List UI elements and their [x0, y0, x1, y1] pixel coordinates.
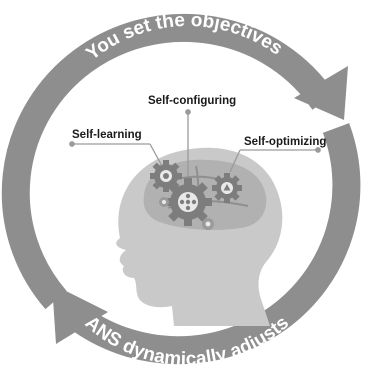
head-silhouette-icon [116, 147, 283, 326]
cycle-ring [1, 13, 361, 365]
label-self-learning: Self-learning [72, 129, 142, 141]
leader-lines [69, 109, 321, 176]
cycle-arrow-icon [52, 284, 108, 344]
gear-icon [212, 173, 242, 203]
label-self-optimizing: Self-optimizing [244, 136, 326, 148]
cycle-arrow-icon [294, 66, 348, 120]
label-self-configuring: Self-configuring [148, 95, 236, 107]
gear-icon [159, 197, 169, 207]
cycle-arc-lower [67, 123, 361, 365]
gear-icon [150, 160, 182, 192]
cycle-arc-upper [1, 13, 336, 310]
gear-icon [202, 218, 214, 230]
gear-icon [164, 178, 212, 226]
